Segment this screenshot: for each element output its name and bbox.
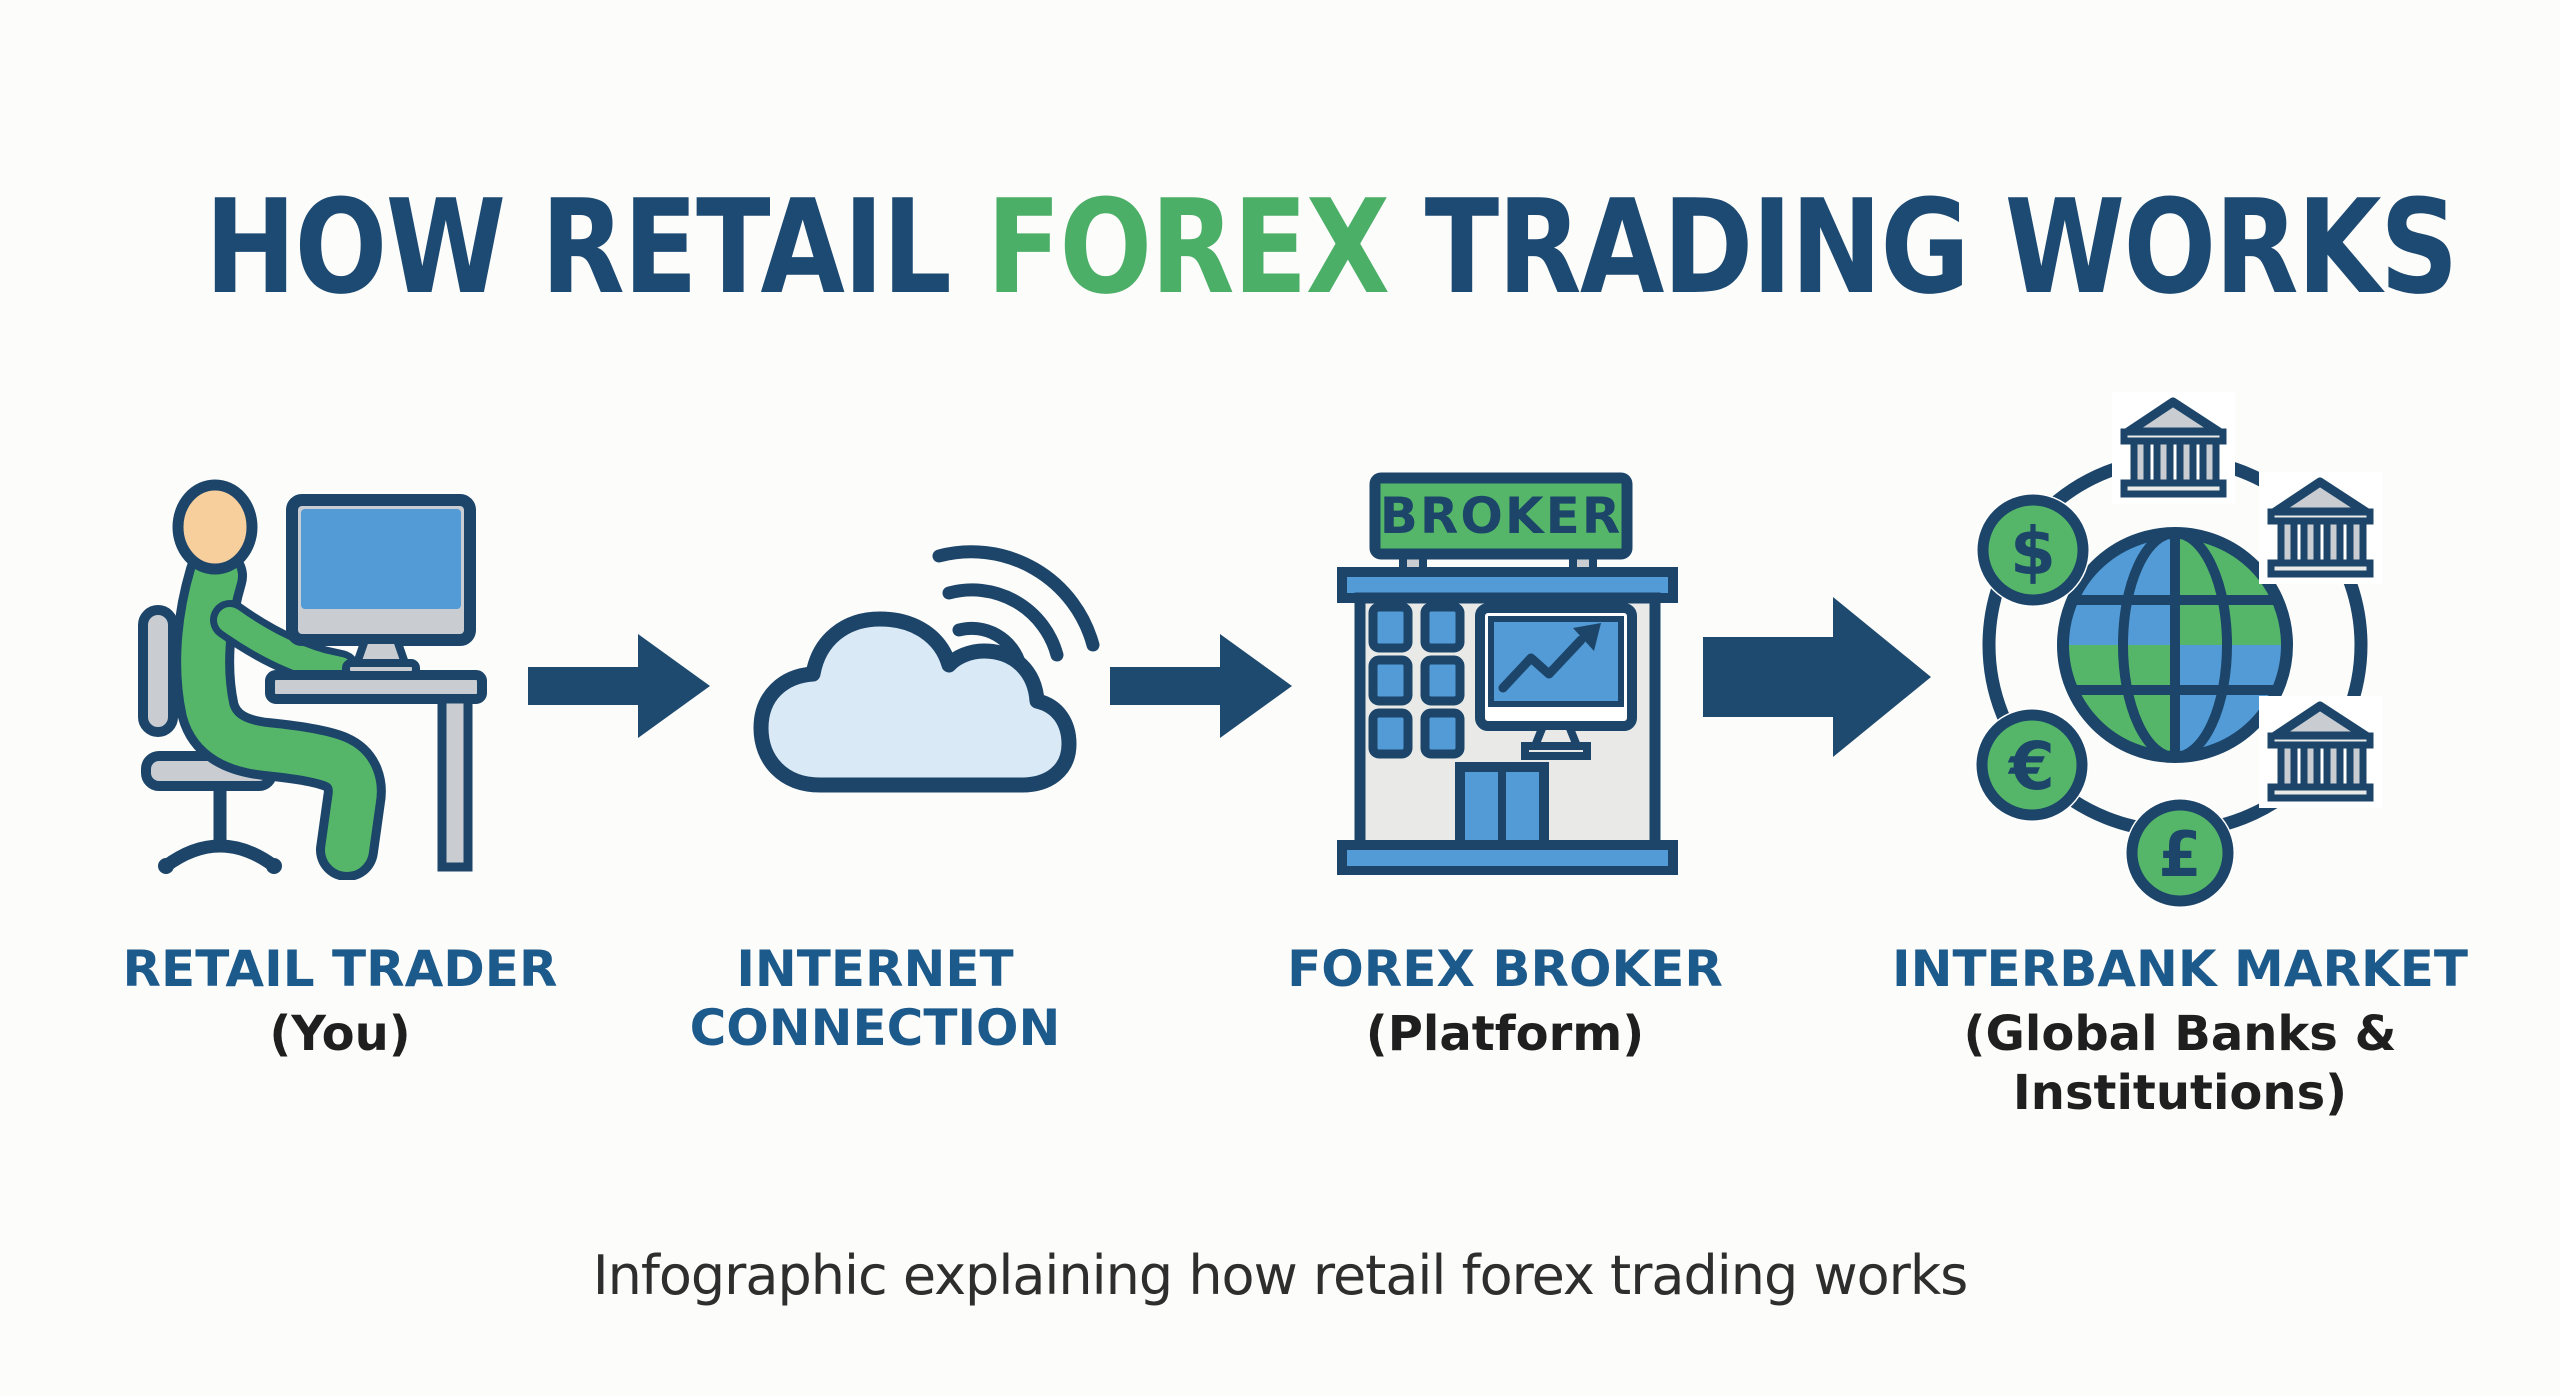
globe-icon [2057, 527, 2293, 763]
title-part1: HOW RETAIL [204, 171, 987, 324]
wifi-cloud-icon [753, 545, 1100, 793]
arrow-right-icon [528, 634, 710, 738]
pound-symbol: £ [2158, 818, 2201, 891]
arrow-right-icon [1110, 634, 1292, 738]
broker-sign: BROKER [1369, 472, 1633, 578]
pound-coin-icon: £ [2125, 798, 2235, 908]
page-title: HOW RETAIL FOREX TRADING WORKS [205, 179, 2459, 316]
building-base [1337, 840, 1678, 875]
step-title: INTERBANK MARKET [1892, 940, 2468, 998]
step-label-interbank-market: INTERBANK MARKET (Global Banks & Institu… [1880, 940, 2480, 1122]
caption: Infographic explaining how retail forex … [592, 1244, 1969, 1307]
cloud-shape [753, 611, 1077, 793]
broker-sign-text: BROKER [1380, 487, 1623, 545]
bank-icon [2112, 392, 2235, 504]
up-arrow-icon [1573, 623, 1601, 651]
step-title: INTERNET CONNECTION [689, 940, 1061, 1057]
door [1455, 762, 1549, 850]
dollar-symbol: $ [2010, 513, 2056, 590]
step-title: FOREX BROKER [1287, 940, 1723, 998]
title-highlight-forex: FOREX [986, 171, 1390, 324]
euro-coin-icon: € [1975, 708, 2089, 822]
euro-symbol: € [2007, 728, 2055, 805]
arrow-right-icon [1703, 597, 1931, 757]
broker-building-icon: BROKER [1337, 472, 1678, 875]
bank-icon [2259, 696, 2382, 808]
head [172, 479, 258, 575]
step-subtitle: (You) [269, 1006, 411, 1062]
bank-icon [2259, 472, 2382, 584]
chart-monitor [1475, 603, 1637, 760]
step-label-internet-connection: INTERNET CONNECTION [650, 940, 1100, 1058]
desk [265, 670, 487, 872]
step-subtitle: (Global Banks & Institutions) [1963, 1006, 2397, 1121]
step-label-forex-broker: FOREX BROKER (Platform) [1270, 940, 1740, 1064]
step-title: RETAIL TRADER [122, 940, 558, 998]
desktop-monitor [286, 494, 476, 679]
globe-banks-currencies-icon: $ € £ [1975, 390, 2390, 908]
dollar-coin-icon: $ [1976, 493, 2090, 607]
trader-at-computer-icon [138, 479, 487, 880]
step-subtitle: (Platform) [1365, 1006, 1645, 1062]
title-part2: TRADING WORKS [1388, 171, 2459, 324]
person-figure [172, 479, 386, 880]
step-label-retail-trader: RETAIL TRADER (You) [70, 940, 610, 1064]
